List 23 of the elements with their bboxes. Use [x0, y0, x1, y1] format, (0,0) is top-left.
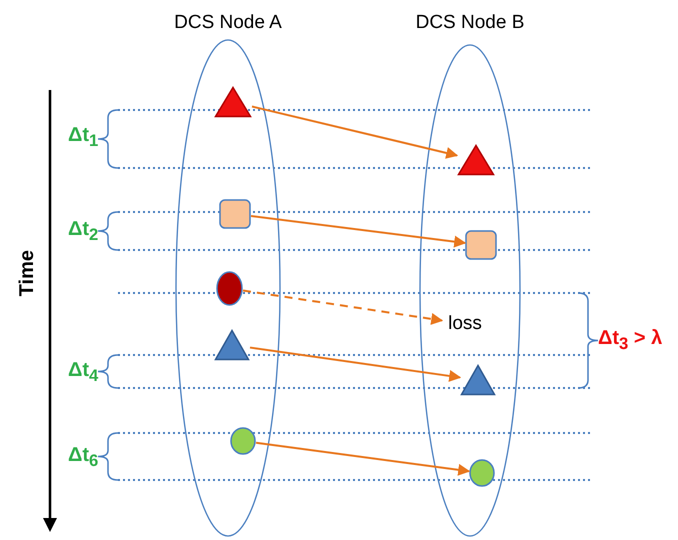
triangle-marker [214, 329, 250, 361]
circle-marker [216, 271, 243, 306]
interval-label: Δt$_{6}$ [68, 444, 98, 471]
triangle-marker [460, 364, 496, 396]
interval-label: Δt$_{4}$ [68, 359, 98, 386]
circle-marker [469, 459, 495, 487]
triangle-marker [457, 144, 495, 176]
node-heading: DCS Node B [414, 12, 526, 34]
square-marker [219, 199, 251, 229]
node-label: loss [442, 311, 488, 337]
arrow [252, 106, 458, 159]
interval-label: Δt$_{1}$ [68, 124, 98, 151]
axis-label: Time [16, 250, 39, 296]
node-heading: DCS Node A [173, 12, 283, 34]
circle-marker [230, 427, 256, 455]
interval-label: Δt$_{2}$ [68, 218, 98, 245]
square-marker [465, 230, 497, 260]
arrow [250, 215, 466, 248]
interval-label: Δt$_{3}$ > λ [598, 327, 662, 354]
triangle-marker [214, 86, 252, 118]
arrow [256, 442, 470, 476]
arrow [250, 346, 462, 382]
arrow [242, 290, 444, 325]
